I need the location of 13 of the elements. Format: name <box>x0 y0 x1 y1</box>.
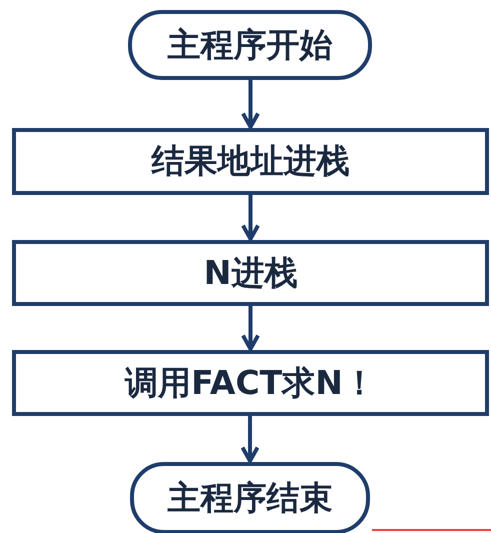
process-box <box>12 128 489 195</box>
arrow <box>241 195 260 241</box>
arrow <box>241 306 260 351</box>
node-label: 结果地址进栈 <box>152 140 350 182</box>
terminal-shape <box>130 462 370 533</box>
node-label: 调用FACT求N！ <box>125 362 376 404</box>
process-box <box>12 350 489 416</box>
arrow <box>240 416 260 463</box>
node-label: 主程序结束 <box>168 476 332 518</box>
node-label: 主程序开始 <box>168 24 332 66</box>
node-label: N进栈 <box>204 252 298 294</box>
arrow <box>241 80 260 129</box>
process-box <box>12 240 489 306</box>
